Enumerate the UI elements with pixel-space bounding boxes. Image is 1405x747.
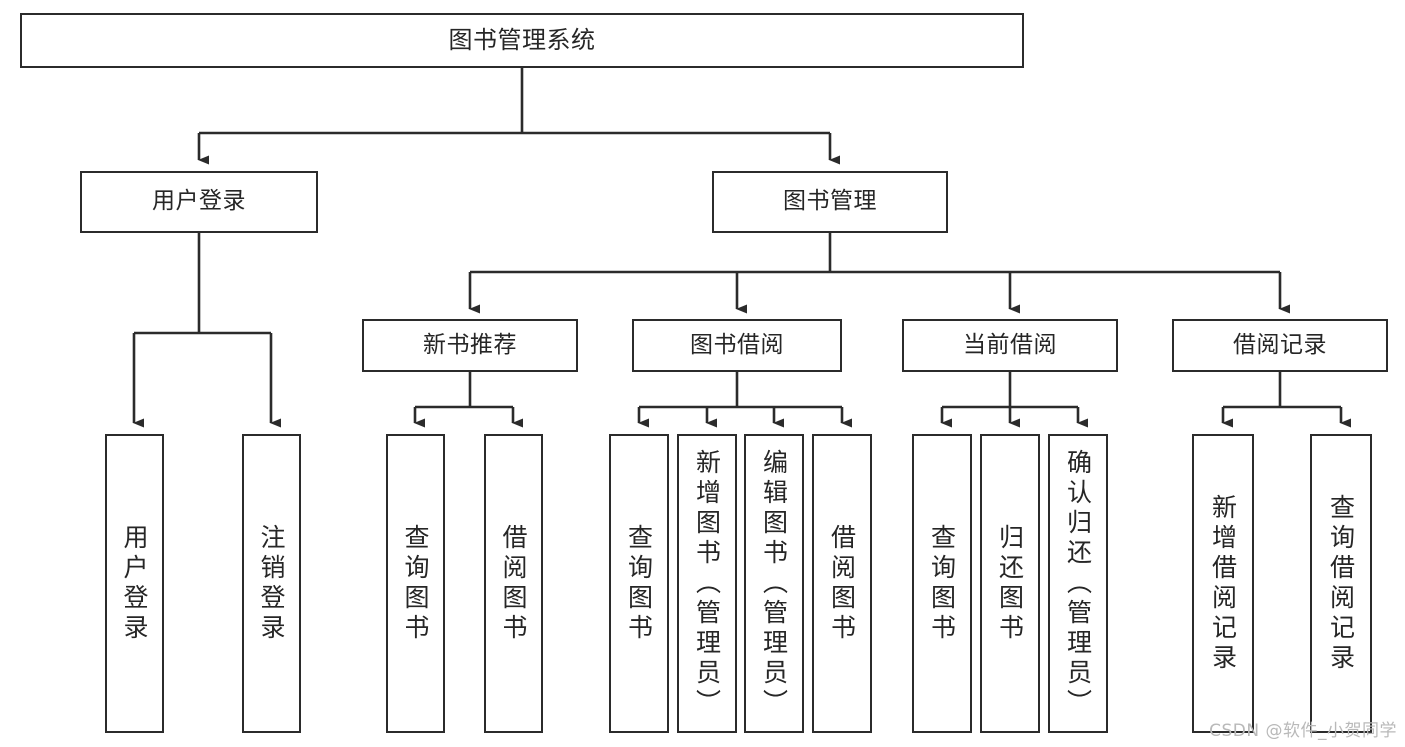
node-borrow-record-label: 借阅记录 [1233, 331, 1327, 358]
node-book-manage-label: 图书管理 [783, 188, 877, 215]
csdn-watermark: CSDN @软件_小贺同学 [1209, 721, 1397, 741]
node-leaf-return-book-label: 归还图书 [995, 523, 1025, 644]
node-leaf-add-book-label: 新增图书（管理员） [692, 448, 722, 719]
node-leaf-borrow-book-recommendation[interactable]: 借阅图书 [484, 434, 543, 733]
node-user-login[interactable]: 用户登录 [80, 171, 318, 233]
node-current-borrow-label: 当前借阅 [963, 331, 1057, 358]
node-new-book-recommendation[interactable]: 新书推荐 [362, 319, 578, 372]
node-leaf-query-book-recommendation-label: 查询图书 [401, 523, 430, 644]
node-leaf-query-book-current-label: 查询图书 [927, 523, 957, 644]
node-leaf-logout[interactable]: 注销登录 [242, 434, 301, 733]
node-book-borrow-label: 图书借阅 [690, 331, 784, 358]
node-leaf-user-login-label: 用户登录 [120, 523, 149, 644]
node-leaf-borrow-book-label: 借阅图书 [827, 523, 857, 644]
node-book-borrow[interactable]: 图书借阅 [632, 319, 842, 372]
node-user-login-label: 用户登录 [152, 188, 246, 215]
node-leaf-confirm-return-label: 确认归还（管理员） [1063, 448, 1093, 719]
node-root-system-label: 图书管理系统 [448, 26, 596, 55]
node-leaf-query-book-borrow[interactable]: 查询图书 [609, 434, 669, 733]
node-leaf-add-borrow-record-label: 新增借阅记录 [1208, 493, 1238, 674]
node-borrow-record[interactable]: 借阅记录 [1172, 319, 1388, 372]
node-leaf-logout-label: 注销登录 [257, 523, 286, 644]
node-leaf-add-borrow-record[interactable]: 新增借阅记录 [1192, 434, 1254, 733]
node-leaf-edit-book[interactable]: 编辑图书（管理员） [744, 434, 804, 733]
node-leaf-query-book-borrow-label: 查询图书 [624, 523, 654, 644]
node-leaf-borrow-book[interactable]: 借阅图书 [812, 434, 872, 733]
node-leaf-user-login[interactable]: 用户登录 [105, 434, 164, 733]
node-leaf-return-book[interactable]: 归还图书 [980, 434, 1040, 733]
node-book-manage[interactable]: 图书管理 [712, 171, 948, 233]
node-leaf-query-book-recommendation[interactable]: 查询图书 [386, 434, 445, 733]
node-leaf-edit-book-label: 编辑图书（管理员） [759, 448, 789, 719]
node-root-system[interactable]: 图书管理系统 [20, 13, 1024, 68]
node-current-borrow[interactable]: 当前借阅 [902, 319, 1118, 372]
node-leaf-confirm-return[interactable]: 确认归还（管理员） [1048, 434, 1108, 733]
node-leaf-query-borrow-record-label: 查询借阅记录 [1326, 493, 1356, 674]
node-new-book-recommendation-label: 新书推荐 [423, 331, 517, 358]
node-leaf-query-book-current[interactable]: 查询图书 [912, 434, 972, 733]
node-leaf-add-book[interactable]: 新增图书（管理员） [677, 434, 737, 733]
node-leaf-borrow-book-recommendation-label: 借阅图书 [499, 523, 528, 644]
node-leaf-query-borrow-record[interactable]: 查询借阅记录 [1310, 434, 1372, 733]
